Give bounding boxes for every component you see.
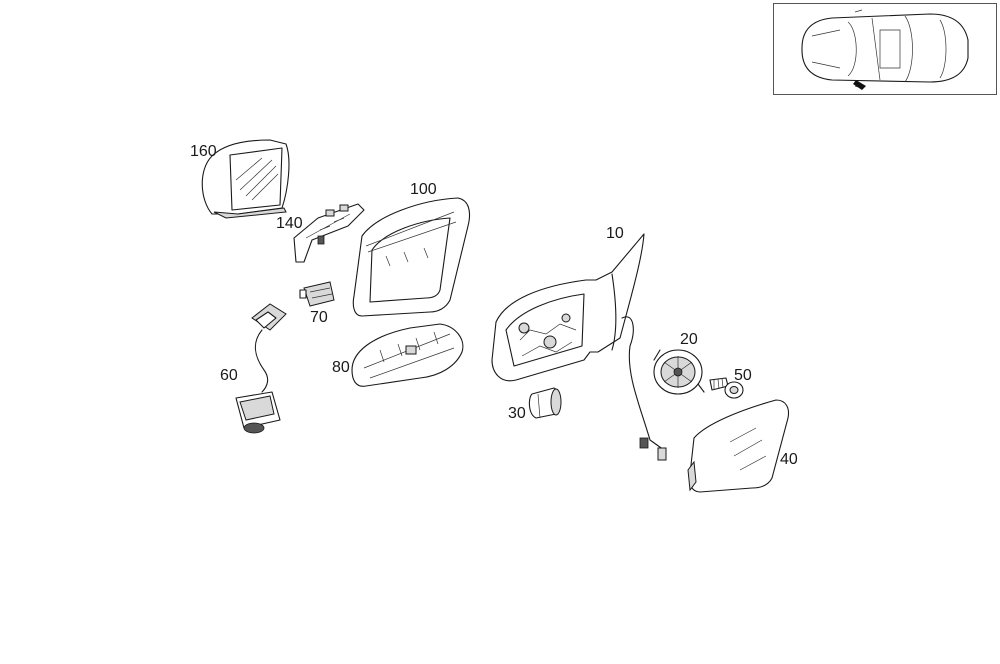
part-30-turn-signal-lamp[interactable] (528, 387, 562, 419)
part-40-mirror-glass[interactable] (687, 399, 790, 493)
part-80-lower-cover[interactable] (351, 323, 464, 387)
callout-10: 10 (606, 225, 624, 242)
callout-50: 50 (734, 367, 752, 384)
callout-140: 140 (276, 215, 303, 232)
part-60-camera-harness[interactable] (235, 303, 287, 434)
callout-40: 40 (780, 451, 798, 468)
callout-30: 30 (508, 405, 526, 422)
callout-20: 20 (680, 331, 698, 348)
part-160-mirror-cap[interactable] (201, 139, 290, 219)
part-20-adjustment-motor[interactable] (653, 349, 705, 395)
part-100-mirror-frame[interactable] (352, 197, 471, 317)
callout-80: 80 (332, 359, 350, 376)
part-50-screw[interactable] (709, 377, 744, 399)
callout-70: 70 (310, 309, 328, 326)
vehicle-locator-inset[interactable] (773, 3, 997, 95)
callout-100: 100 (410, 181, 437, 198)
part-140-mounting-bracket[interactable] (293, 203, 365, 263)
part-10-mirror-body[interactable] (491, 233, 667, 461)
callout-160: 160 (190, 143, 217, 160)
callout-60: 60 (220, 367, 238, 384)
vehicle-top-view-icon (801, 9, 969, 90)
part-70-connector-clip[interactable] (299, 281, 335, 307)
